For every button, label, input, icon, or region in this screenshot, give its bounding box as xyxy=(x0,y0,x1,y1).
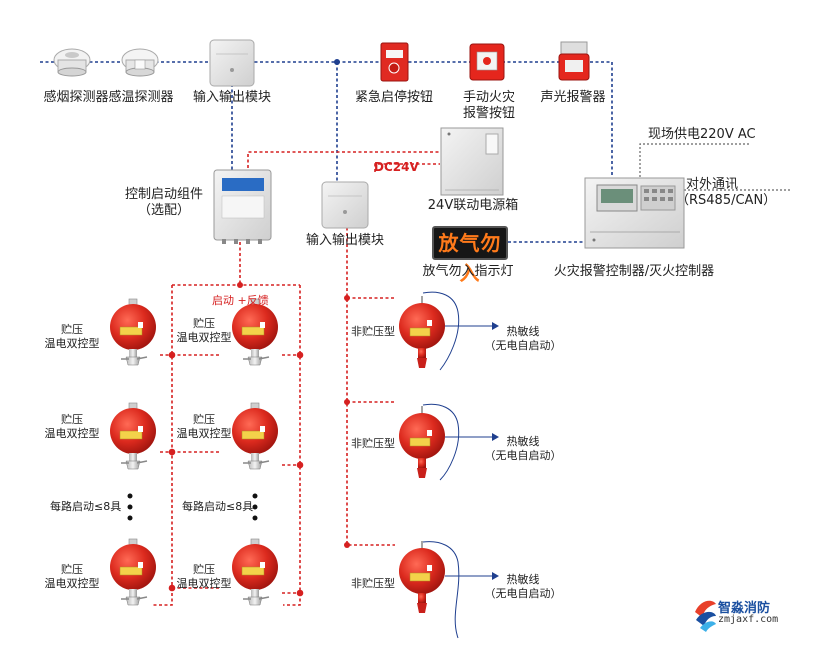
extinguisher-label-line1: 贮压 xyxy=(193,413,215,426)
extinguisher-label: 贮压 温电双控型 xyxy=(177,563,232,591)
manual-alarm-button-icon xyxy=(469,43,505,81)
thermal-wire-label-line1: 热敏线 xyxy=(506,573,540,586)
emergency-stop-button-icon xyxy=(380,42,409,82)
extinguisher-label-line2: 温电双控型 xyxy=(44,337,100,350)
io-module-top-icon xyxy=(209,39,255,87)
extinguisher-label: 贮压 温电双控型 xyxy=(45,563,100,591)
control-module-label: 控制启动组件 （选配） xyxy=(125,187,203,219)
more-units-dots xyxy=(127,493,258,521)
dc24v-label: DC24V xyxy=(374,160,419,174)
emergency-stop-label: 紧急启停按钮 xyxy=(354,90,434,105)
power-box-icon xyxy=(440,127,504,196)
comm-label-line1: 对外通讯 xyxy=(686,177,739,192)
thermal-wire-label: 热敏线 （无电自启动） xyxy=(485,435,562,463)
thermal-wire-label-line2: （无电自启动） xyxy=(484,587,562,600)
non-stored-extinguisher xyxy=(398,295,446,369)
start-feedback-label: 启动 +反馈 xyxy=(212,294,269,307)
extinguisher-label-line1: 贮压 xyxy=(61,413,83,426)
extinguisher-label-line2: 温电双控型 xyxy=(44,427,100,440)
extinguisher-label: 贮压 温电双控型 xyxy=(45,413,100,441)
controller-icon xyxy=(584,177,685,249)
power-supply-label: 现场供电220V AC xyxy=(648,127,756,142)
extinguisher-label: 贮压 温电双控型 xyxy=(177,317,232,345)
thermal-wire-label-line2: （无电自启动） xyxy=(484,339,562,352)
extinguisher-label-line2: 温电双控型 xyxy=(176,331,232,344)
extinguisher-label-line2: 温电双控型 xyxy=(176,427,232,440)
thermal-wire-label: 热敏线 （无电自启动） xyxy=(485,325,562,353)
stored-pressure-extinguisher xyxy=(109,298,157,366)
control-start-module-icon xyxy=(213,169,272,244)
thermal-wire-label-line1: 热敏线 xyxy=(506,435,540,448)
extinguisher-label-line1: 贮压 xyxy=(61,323,83,336)
power-lines xyxy=(153,151,440,606)
no-entry-light-label: 放气勿入指示灯 xyxy=(422,264,514,279)
heat-detector-label: 感温探测器 xyxy=(108,90,174,105)
manual-alarm-label-line1: 手动火灾 xyxy=(462,90,516,105)
extinguisher-label-line1: 贮压 xyxy=(193,317,215,330)
per-loop-label: 每路启动≤8具 xyxy=(50,500,122,513)
smoke-detector-icon xyxy=(53,48,91,77)
manual-alarm-label-line2: 报警按钮 xyxy=(462,106,516,121)
io-module-mid-icon xyxy=(321,181,369,229)
stored-pressure-extinguisher xyxy=(109,402,157,470)
bus-junction-dot xyxy=(334,59,340,65)
io-module-mid-label: 输入输出模块 xyxy=(305,233,385,248)
thermal-wire-label-line1: 热敏线 xyxy=(506,325,540,338)
stored-pressure-extinguisher xyxy=(231,538,279,606)
controller-label: 火灾报警控制器/灭火控制器 xyxy=(553,264,715,279)
extinguisher-label: 贮压 温电双控型 xyxy=(177,413,232,441)
non-stored-extinguisher xyxy=(398,540,446,614)
non-stored-type-label: 非贮压型 xyxy=(351,325,395,338)
sound-light-alarm-label: 声光报警器 xyxy=(540,90,606,105)
power-box-label: 24V联动电源箱 xyxy=(427,198,519,213)
extinguisher-label-line2: 温电双控型 xyxy=(176,577,232,590)
company-name: 智淼消防 xyxy=(718,601,771,616)
control-module-label-line2: （选配） xyxy=(137,203,191,218)
non-stored-type-label: 非贮压型 xyxy=(351,437,395,450)
extinguisher-label-line1: 贮压 xyxy=(193,563,215,576)
comm-label-line2: （RS485/CAN） xyxy=(676,193,777,208)
junction-dots xyxy=(168,282,350,597)
thermal-wire-label: 热敏线 （无电自启动） xyxy=(485,573,562,601)
extinguisher-label-line2: 温电双控型 xyxy=(44,577,100,590)
sound-light-alarm-icon xyxy=(558,41,590,81)
wire-arrows xyxy=(492,322,499,580)
extinguisher-label: 贮压 温电双控型 xyxy=(45,323,100,351)
manual-alarm-label: 手动火灾 报警按钮 xyxy=(463,90,515,122)
heat-detector-icon xyxy=(121,48,159,77)
non-stored-extinguisher xyxy=(398,405,446,479)
non-stored-type-label: 非贮压型 xyxy=(351,577,395,590)
smoke-detector-label: 感烟探测器 xyxy=(43,90,109,105)
stored-pressure-extinguisher xyxy=(231,402,279,470)
company-url: zmjaxf.com xyxy=(718,614,779,625)
company-logo-icon xyxy=(695,600,716,632)
control-module-label-line1: 控制启动组件 xyxy=(124,187,204,202)
io-module-top-label: 输入输出模块 xyxy=(192,90,272,105)
thermal-wire-label-line2: （无电自启动） xyxy=(484,449,562,462)
stored-pressure-extinguisher xyxy=(109,538,157,606)
per-loop-label: 每路启动≤8具 xyxy=(182,500,254,513)
no-entry-sign: 放气勿入 xyxy=(432,226,508,285)
thermal-wires xyxy=(422,291,492,639)
extinguisher-label-line1: 贮压 xyxy=(61,563,83,576)
company-logo: 智淼消防 zmjaxf.com xyxy=(692,597,792,631)
